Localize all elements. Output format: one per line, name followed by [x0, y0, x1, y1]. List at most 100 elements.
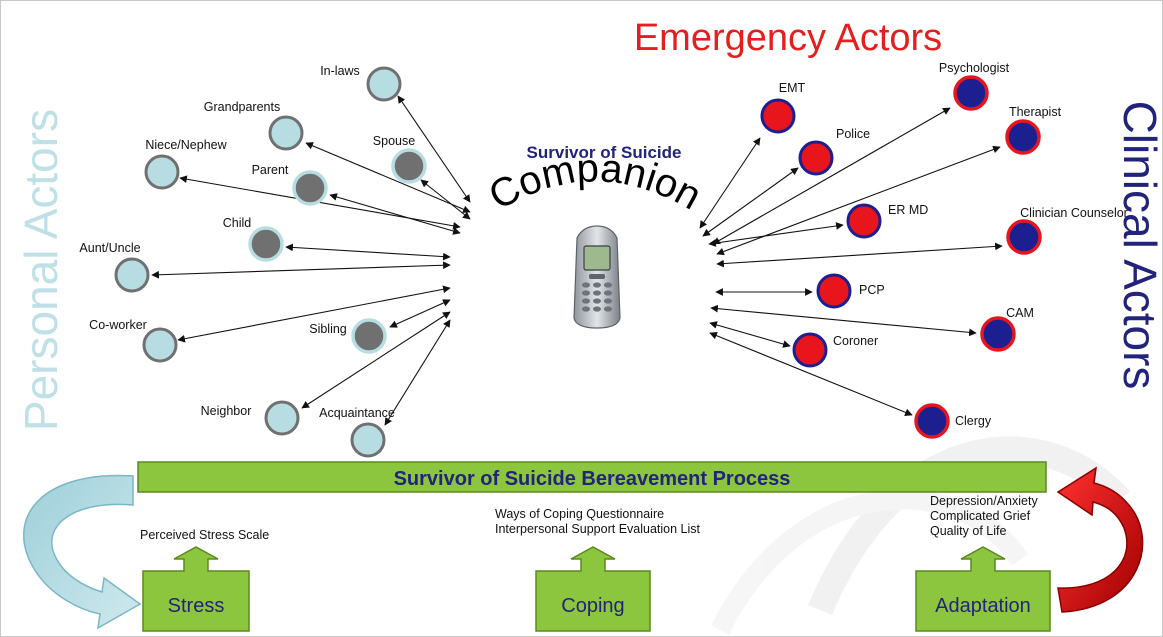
process-stages: Stress Coping Adaptation	[142, 546, 1051, 632]
clinician-counselor-label: Clinician Counselor	[1020, 206, 1128, 220]
watermark	[711, 436, 1130, 635]
actor-clergy: Clergy	[914, 403, 992, 439]
mobile-phone-icon	[573, 225, 621, 329]
er-md-node-circle	[846, 203, 882, 239]
emt-label: EMT	[779, 81, 806, 95]
actor-er-md: ER MD	[846, 203, 928, 239]
police-node-circle	[798, 140, 834, 176]
grandparents-label: Grandparents	[204, 100, 280, 114]
aunt-uncle-label: Aunt/Uncle	[79, 241, 140, 255]
psychologist-label: Psychologist	[939, 61, 1010, 75]
connector-arrow	[329, 193, 461, 235]
connector-arrow	[716, 145, 1001, 256]
er-md-label: ER MD	[888, 203, 928, 217]
neighbor-label: Neighbor	[201, 404, 252, 418]
adaptation-stage-box	[915, 546, 1051, 632]
adaptation-measure-2: Complicated Grief	[930, 509, 1031, 523]
sibling-node-circle	[351, 318, 387, 354]
grandparents-node-circle	[268, 115, 304, 151]
adaptation-measure-3: Quality of Life	[930, 524, 1006, 538]
actor-cam: CAM	[980, 306, 1034, 352]
actor-therapist: Therapist	[1005, 105, 1062, 155]
connector-arrows	[151, 95, 1003, 426]
connector-arrow	[712, 107, 951, 245]
stage-measures: Perceived Stress Scale Ways of Coping Que…	[140, 494, 1038, 542]
stage-coping: Coping	[535, 546, 651, 632]
actor-psychologist: Psychologist	[939, 61, 1010, 111]
therapist-label: Therapist	[1009, 105, 1062, 119]
actor-spouse: Spouse	[373, 134, 427, 184]
sibling-label: Sibling	[309, 322, 347, 336]
stage-stress: Stress	[142, 546, 250, 632]
personal-actors-title: Personal Actors	[15, 109, 67, 431]
actor-pcp: PCP	[816, 273, 885, 309]
emergency-actors-title: Emergency Actors	[634, 17, 942, 59]
left-curved-arrow	[23, 474, 142, 630]
clinical-actors-title: Clinical Actors	[1114, 101, 1163, 390]
actor-acquaintance: Acquaintance	[319, 406, 395, 458]
niece-nephew-node-circle	[144, 154, 180, 190]
connector-arrow	[389, 299, 451, 328]
actor-grandparents: Grandparents	[204, 100, 304, 151]
coroner-node-circle	[792, 332, 828, 368]
connector-arrow	[709, 321, 791, 348]
adaptation-stage-label: Adaptation	[935, 595, 1031, 617]
actor-in-laws: In-laws	[320, 64, 402, 102]
connector-arrow	[285, 243, 451, 261]
connector-arrow	[716, 242, 1003, 268]
actor-parent: Parent	[252, 163, 328, 206]
aunt-uncle-node-circle	[114, 257, 150, 293]
coping-measure-1: Ways of Coping Questionnaire	[495, 507, 664, 521]
center-subtitle: Survivor of Suicide	[527, 143, 682, 162]
connector-arrow	[710, 304, 977, 337]
acquaintance-label: Acquaintance	[319, 406, 395, 420]
stress-measure-1: Perceived Stress Scale	[140, 528, 269, 542]
in-laws-node-circle	[366, 66, 402, 102]
pcp-label: PCP	[859, 283, 885, 297]
parent-label: Parent	[252, 163, 289, 177]
connector-arrow	[305, 142, 471, 213]
stress-stage-label: Stress	[168, 595, 225, 617]
stress-stage-box	[142, 546, 250, 632]
co-worker-label: Co-worker	[89, 318, 147, 332]
stage-adaptation: Adaptation	[915, 546, 1051, 632]
clergy-node-circle	[914, 403, 950, 439]
cam-label: CAM	[1006, 306, 1034, 320]
actor-aunt-uncle: Aunt/Uncle	[79, 241, 150, 293]
niece-nephew-label: Niece/Nephew	[145, 138, 227, 152]
spouse-label: Spouse	[373, 134, 415, 148]
clergy-label: Clergy	[955, 414, 992, 428]
acquaintance-node-circle	[350, 422, 386, 458]
adaptation-measure-1: Depression/Anxiety	[930, 494, 1038, 508]
connector-arrow	[384, 319, 451, 426]
actor-niece-nephew: Niece/Nephew	[144, 138, 228, 190]
spouse-node-circle	[391, 148, 427, 184]
process-bar	[137, 461, 1047, 493]
pcp-node-circle	[816, 273, 852, 309]
coping-stage-box	[535, 546, 651, 632]
actor-emt: EMT	[760, 81, 806, 134]
police-label: Police	[836, 127, 870, 141]
co-worker-node-circle	[142, 327, 178, 363]
process-bar-label: Survivor of Suicide Bereavement Process	[394, 468, 791, 490]
connector-arrow	[151, 261, 451, 279]
coping-stage-label: Coping	[561, 595, 624, 617]
emt-node-circle	[760, 98, 796, 134]
connector-arrow	[699, 137, 761, 229]
neighbor-node-circle	[264, 400, 300, 436]
cam-node-circle	[980, 316, 1016, 352]
actor-neighbor: Neighbor	[201, 400, 300, 436]
child-label: Child	[223, 216, 252, 230]
actor-clinician-counselor: Clinician Counselor	[1006, 206, 1128, 255]
in-laws-label: In-laws	[320, 64, 360, 78]
therapist-node-circle	[1005, 119, 1041, 155]
actor-police: Police	[798, 127, 870, 176]
connector-arrow	[420, 179, 471, 220]
actor-child: Child	[223, 216, 284, 262]
clinician-counselor-node-circle	[1006, 219, 1042, 255]
right-curved-arrow	[1056, 466, 1144, 613]
connector-arrow	[709, 332, 913, 416]
